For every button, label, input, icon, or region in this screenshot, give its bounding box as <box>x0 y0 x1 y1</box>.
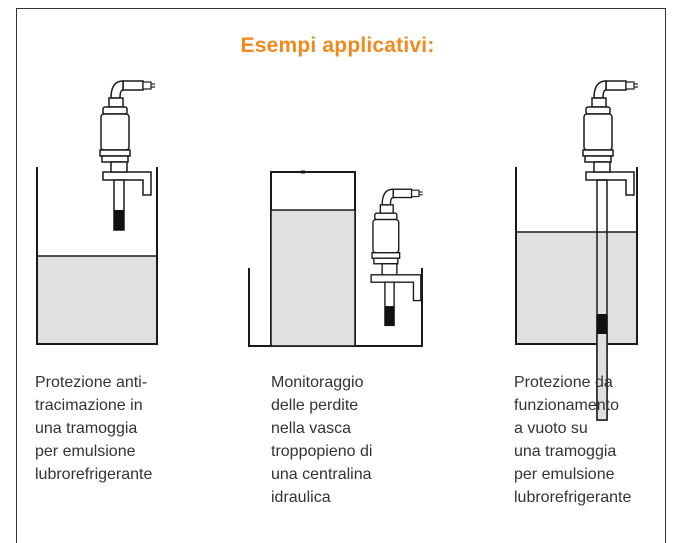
caption-line: Protezione anti- <box>35 374 148 391</box>
caption-line: per emulsione <box>514 466 615 483</box>
caption-line: troppopieno di <box>271 443 373 460</box>
example-1-caption: Protezione anti- tracimazione in una tra… <box>35 371 152 486</box>
example-1-liquid <box>36 255 158 345</box>
example-1-illustration <box>36 80 158 345</box>
figure-title: Esempi applicativi: <box>240 34 435 57</box>
example-3-illustration <box>515 80 639 421</box>
caption-line: lubrorefrigerante <box>35 466 153 483</box>
caption-line: tracimazione in <box>35 397 143 414</box>
caption-line: funzionamento <box>514 397 619 414</box>
example-3-liquid <box>515 231 638 345</box>
example-2-sensor <box>370 188 424 327</box>
caption-line: Protezione da <box>514 374 613 391</box>
caption-line: idraulica <box>271 489 331 506</box>
caption-line: una centralina <box>271 466 372 483</box>
example-1-tank <box>36 167 158 345</box>
figure-frame <box>16 8 666 543</box>
caption-line: lubrorefrigerante <box>514 489 632 506</box>
example-3-tank <box>515 167 638 345</box>
caption-line: nella vasca <box>271 420 352 437</box>
caption-line: delle perdite <box>271 397 359 414</box>
example-2-caption: Monitoraggio delle perdite nella vasca t… <box>271 371 372 509</box>
caption-line: una tramoggia <box>35 420 138 437</box>
example-2-liquid <box>270 209 356 347</box>
caption-line: Monitoraggio <box>271 374 364 391</box>
example-3-caption: Protezione da funzionamento a vuoto su u… <box>514 371 631 509</box>
example-1-sensor <box>99 80 156 231</box>
caption-line: a vuoto su <box>514 420 588 437</box>
caption-line: per emulsione <box>35 443 136 460</box>
caption-line: una tramoggia <box>514 443 617 460</box>
example-2-illustration <box>248 170 424 347</box>
example-3-sensor <box>582 80 639 421</box>
